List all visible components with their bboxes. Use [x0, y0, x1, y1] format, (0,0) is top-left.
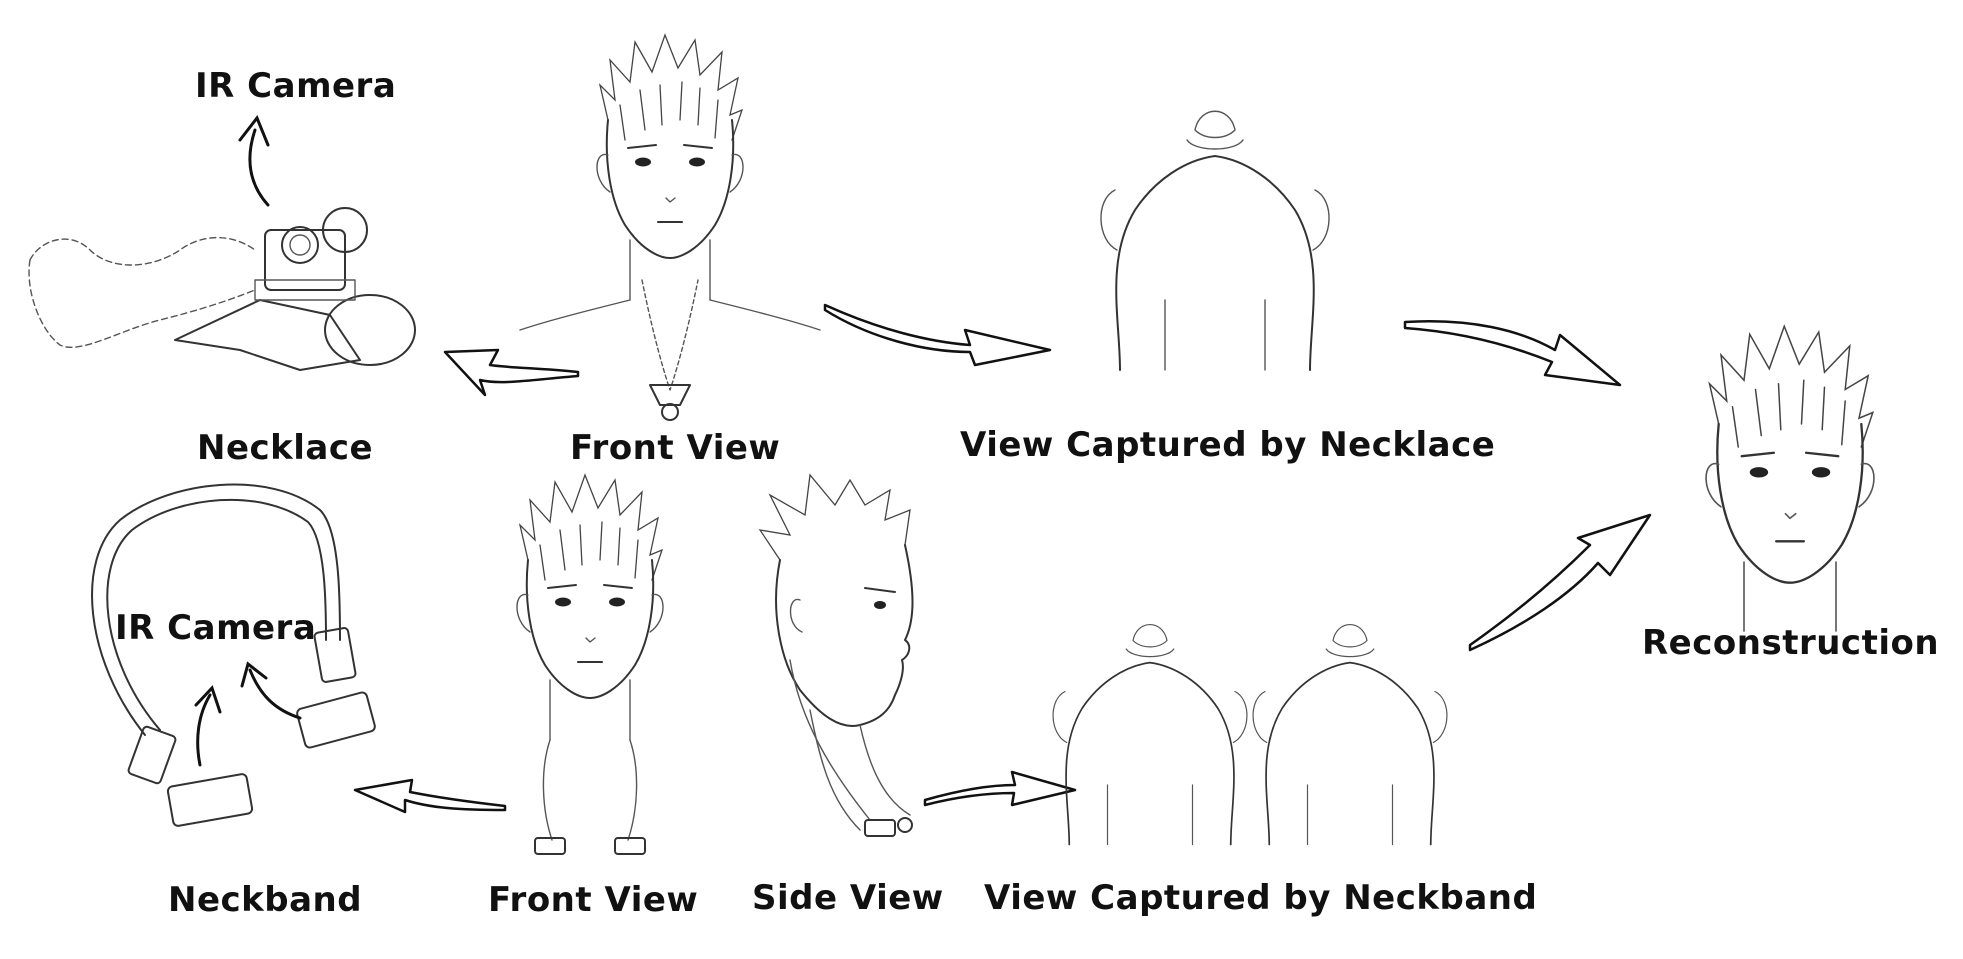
arrow-captured-to-reconstruction: [1403, 320, 1622, 387]
side-view-face: [758, 473, 914, 837]
label-ir-camera-bottom: IR Camera: [115, 608, 317, 648]
arrow-front-to-captured: [823, 303, 1052, 367]
arrow-front-to-neckband: [353, 778, 507, 814]
label-side-view: Side View: [752, 878, 944, 918]
view-captured-necklace-drawing: [1099, 110, 1331, 371]
front-view-necklace-face: [519, 34, 821, 421]
arrow-side-to-captured: [923, 770, 1077, 807]
view-captured-neckband-left: [1052, 623, 1248, 846]
label-view-captured-neckband: View Captured by Neckband: [984, 878, 1538, 918]
label-necklace: Necklace: [197, 428, 374, 468]
arrow-to-ir-camera-bottom-left: [194, 685, 222, 767]
label-reconstruction: Reconstruction: [1642, 623, 1940, 663]
arrow-to-ir-camera-bottom-right: [240, 661, 302, 720]
arrow-to-ir-camera-top: [238, 115, 270, 207]
label-view-captured-necklace: View Captured by Necklace: [960, 425, 1496, 465]
label-ir-camera-top: IR Camera: [195, 66, 397, 106]
reconstruction-face: [1704, 325, 1876, 633]
arrow-front-to-necklace: [443, 348, 580, 397]
neckband-device-drawing: [91, 483, 376, 827]
front-view-neckband-face: [516, 474, 664, 855]
label-front-view-top: Front View: [570, 428, 781, 468]
label-neckband: Neckband: [168, 880, 363, 920]
necklace-device-drawing: [28, 207, 416, 371]
label-front-view-bottom: Front View: [488, 880, 699, 920]
arrow-captured-neckband-to-reconstruction: [1468, 513, 1652, 652]
view-captured-neckband-right: [1252, 623, 1448, 846]
